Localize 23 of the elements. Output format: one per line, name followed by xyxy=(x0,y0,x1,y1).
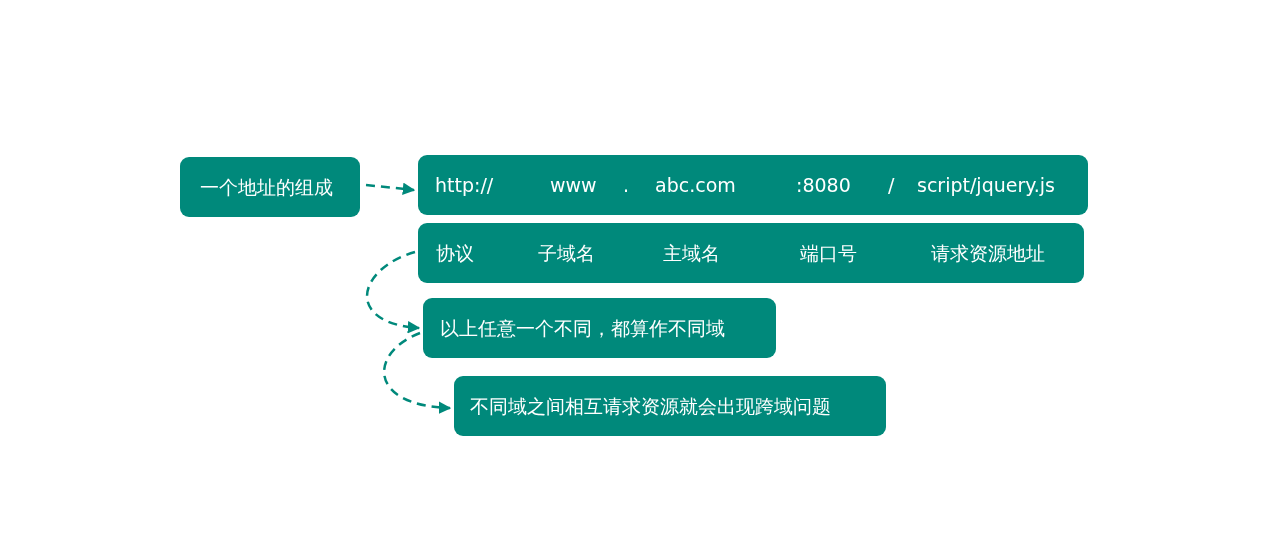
rounded-box xyxy=(418,223,1084,283)
box-label: abc.com xyxy=(655,173,736,197)
box-label: 端口号 xyxy=(800,241,857,265)
rounded-box xyxy=(180,157,360,217)
dashed-arrow xyxy=(365,250,421,333)
box-label: 一个地址的组成 xyxy=(200,175,333,199)
box-label: www xyxy=(550,173,597,197)
box-label: 请求资源地址 xyxy=(931,241,1045,265)
box-label: 主域名 xyxy=(663,241,720,265)
box-label: / xyxy=(888,173,895,197)
dashed-arrow xyxy=(365,182,416,196)
dashed-arrow xyxy=(383,331,452,414)
box-label: http:// xyxy=(435,173,494,197)
box-label: . xyxy=(623,173,630,197)
box-label: :8080 xyxy=(796,173,851,197)
rounded-box xyxy=(454,376,886,436)
rounded-box xyxy=(423,298,776,358)
rounded-box xyxy=(418,155,1088,215)
box-label: script/jquery.js xyxy=(917,173,1055,197)
box-label: 协议 xyxy=(436,241,474,265)
box-label: 不同域之间相互请求资源就会出现跨域问题 xyxy=(470,394,831,418)
box-label: 子域名 xyxy=(538,241,595,265)
box-label: 以上任意一个不同，都算作不同域 xyxy=(440,316,725,340)
